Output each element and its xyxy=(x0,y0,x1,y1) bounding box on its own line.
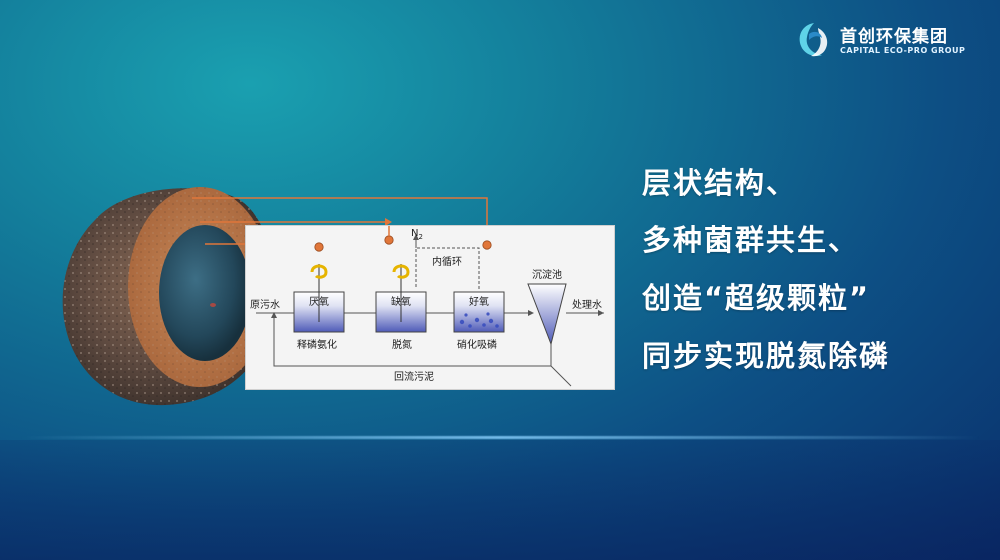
n2-label: N2 xyxy=(411,228,423,241)
divider-glow-line xyxy=(20,436,980,439)
brand-mark-icon xyxy=(799,23,828,57)
brand-name-en: CAPITAL ECO-PRO GROUP xyxy=(840,46,966,55)
headline-line-4: 同步实现脱氮除磷 xyxy=(642,339,891,373)
process-diagram: 厌氧 缺氧 好氧 释磷氨化 脱氮 硝化吸磷 原污水 处理水 沉淀池 内循环 回流… xyxy=(245,225,615,390)
stage-anoxic-label: 缺氧 xyxy=(391,297,411,308)
clarifier-label: 沉淀池 xyxy=(532,270,562,281)
effluent-label: 处理水 xyxy=(572,300,602,311)
stage-anaerobic-sub: 释磷氨化 xyxy=(297,340,337,351)
headline-line-3: 创造“超级颗粒” xyxy=(642,281,871,315)
headline-line-1: 层状结构、 xyxy=(642,166,798,200)
process-diagram-graphics xyxy=(256,226,604,387)
bottom-glow xyxy=(0,440,1000,560)
internal-recycle-label: 内循环 xyxy=(432,257,462,268)
stage-anaerobic-label: 厌氧 xyxy=(309,297,329,308)
headline-line-2: 多种菌群共生、 xyxy=(642,223,860,257)
n2-symbol: N xyxy=(411,228,419,239)
return-sludge-label: 回流污泥 xyxy=(394,372,434,383)
n2-subscript: 2 xyxy=(418,233,423,241)
brand-logo: 首创环保集团 CAPITAL ECO-PRO GROUP xyxy=(794,20,974,64)
stage-anoxic-sub: 脱氮 xyxy=(392,340,412,351)
stage-aerobic-label: 好氧 xyxy=(469,297,489,308)
brand-name-cn: 首创环保集团 xyxy=(840,27,948,47)
stage-aerobic-sub: 硝化吸磷 xyxy=(457,340,497,351)
influent-label: 原污水 xyxy=(250,300,280,311)
